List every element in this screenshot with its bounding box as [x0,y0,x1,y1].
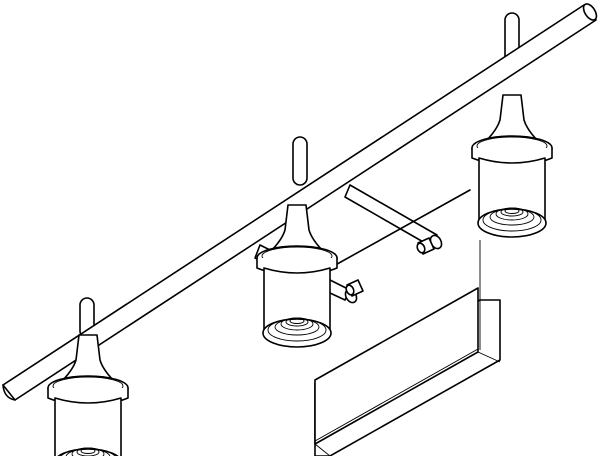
screw-upper [416,237,435,255]
bar [2,3,598,401]
screws [345,237,435,297]
backplate [314,240,501,456]
socket-right [471,94,553,238]
screw-lower [345,279,364,297]
